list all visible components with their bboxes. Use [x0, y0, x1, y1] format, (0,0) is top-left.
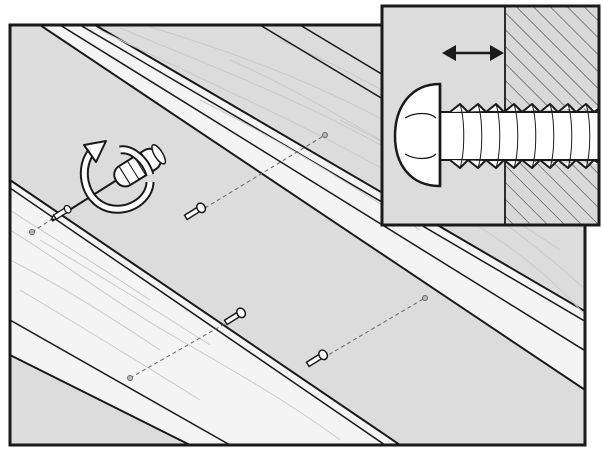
pilot-hole: [30, 230, 35, 235]
pilot-hole: [323, 133, 328, 138]
inset-detail: [382, 6, 600, 225]
pilot-hole: [423, 296, 428, 301]
pilot-hole: [128, 376, 133, 381]
